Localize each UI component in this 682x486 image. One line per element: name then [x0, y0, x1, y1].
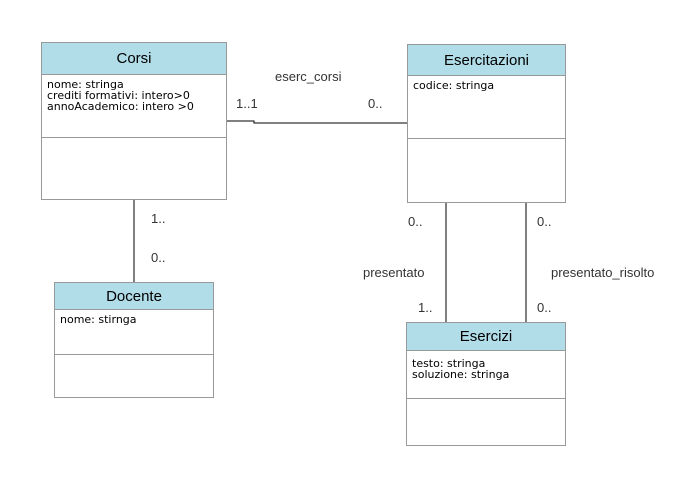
assoc-line-eserc-corsi	[227, 120, 407, 124]
class-corsi-title: Corsi	[42, 43, 226, 75]
class-esercitazioni-title: Esercitazioni	[408, 45, 565, 76]
class-docente-attributes: nome: stirnga	[55, 310, 213, 355]
class-esercizi-attributes: testo: stringa soluzione: stringa	[407, 351, 565, 399]
attribute: nome: stirnga	[60, 313, 137, 326]
mult-presentato-risolto-esercitazioni: 0..	[537, 214, 552, 229]
class-docente-title: Docente	[55, 283, 213, 310]
assoc-name-presentato: presentato	[363, 265, 425, 280]
mult-presentato-risolto-esercizi: 0..	[537, 300, 552, 315]
class-esercitazioni-attributes: codice: stringa	[408, 76, 565, 139]
mult-eserc-corsi-corsi: 1..1	[236, 96, 258, 111]
mult-corsi-docente-docente: 0..	[151, 250, 166, 265]
assoc-name-presentato-risolto: presentato_risolto	[551, 265, 655, 280]
class-corsi-attributes: nome: stringa crediti formativi: intero>…	[42, 75, 226, 138]
attribute: testo: stringa	[412, 357, 486, 370]
class-esercizi[interactable]: Esercizi testo: stringa soluzione: strin…	[406, 322, 566, 446]
mult-eserc-corsi-esercitazioni: 0..	[368, 96, 383, 111]
attribute: soluzione: stringa	[412, 368, 510, 381]
class-corsi[interactable]: Corsi nome: stringa crediti formativi: i…	[41, 42, 227, 200]
class-esercizi-title: Esercizi	[407, 323, 565, 351]
attribute: annoAcademico: intero >0	[47, 100, 194, 113]
assoc-name-eserc-corsi: eserc_corsi	[275, 69, 342, 84]
mult-corsi-docente-corsi: 1..	[151, 211, 166, 226]
mult-presentato-esercitazioni: 0..	[408, 214, 423, 229]
mult-presentato-esercizi: 1..	[418, 300, 433, 315]
attribute: nome: stringa	[47, 78, 124, 91]
class-esercitazioni[interactable]: Esercitazioni codice: stringa	[407, 44, 566, 203]
attribute: crediti formativi: intero>0	[47, 89, 190, 102]
class-docente[interactable]: Docente nome: stirnga	[54, 282, 214, 398]
attribute: codice: stringa	[413, 79, 495, 92]
